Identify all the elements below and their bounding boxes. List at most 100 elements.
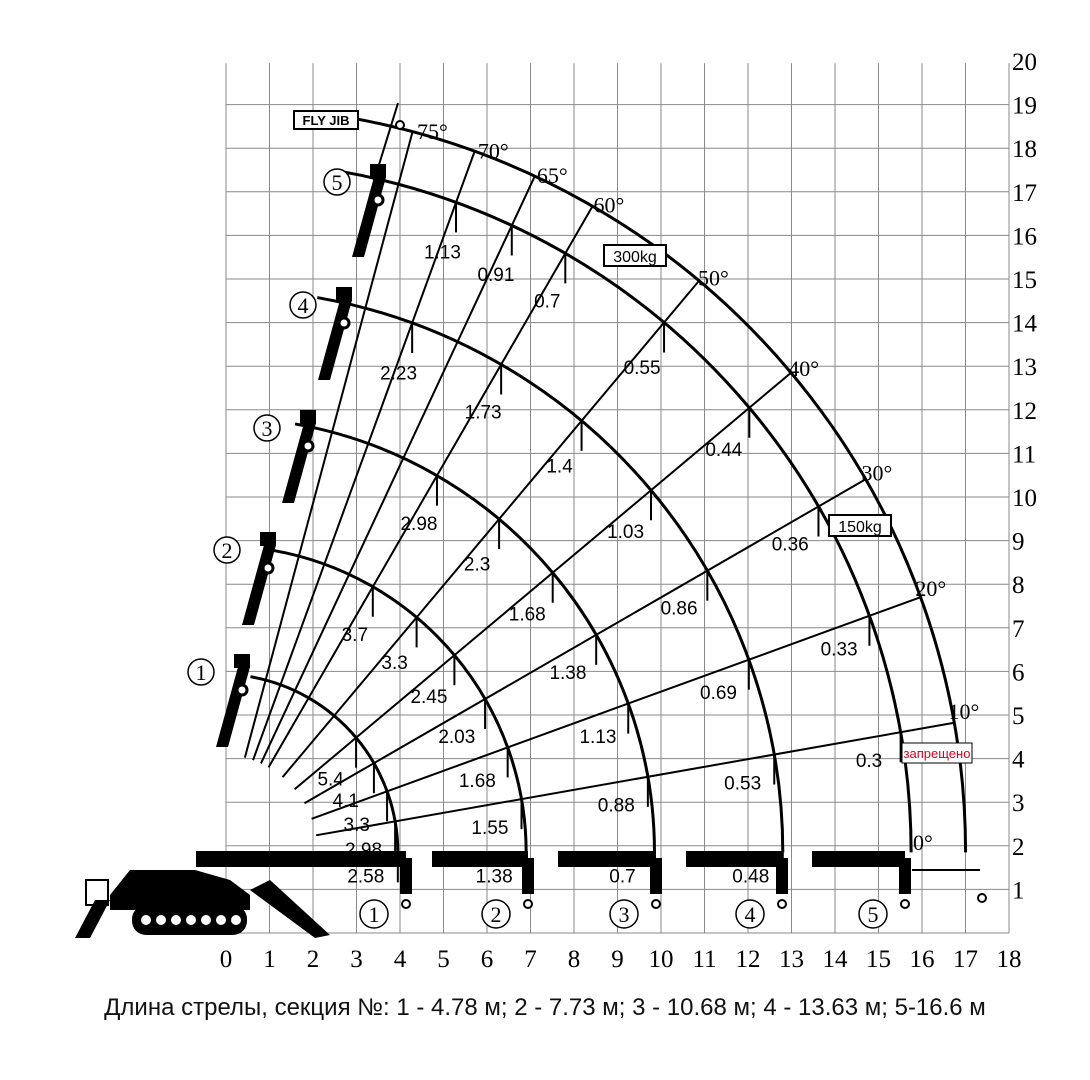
boom-head-5	[370, 164, 386, 178]
chart-grid	[225, 63, 1010, 934]
boom-hook-block-1	[400, 858, 412, 894]
crane-wheel	[216, 915, 226, 925]
load-value-label: 0.48	[732, 866, 769, 887]
x-tick-label: 1	[263, 946, 276, 973]
load-value-label: 1.68	[459, 771, 496, 792]
x-tick-label: 6	[481, 946, 494, 973]
angle-label-0: 0°	[913, 830, 933, 855]
load-value-label: 1.55	[471, 818, 508, 839]
boom-hook-2	[523, 899, 533, 909]
x-tick-label: 7	[524, 946, 537, 973]
boom-hook-block-3	[650, 858, 662, 894]
load-value-label: 0.91	[477, 265, 514, 286]
angle-radial-10	[315, 721, 955, 837]
boom-head-1	[234, 654, 250, 668]
load-value-label: 3.3	[344, 815, 370, 836]
y-tick-label: 16	[1012, 223, 1037, 250]
x-tick-label: 18	[997, 946, 1022, 973]
crane-body	[110, 870, 250, 910]
load-value-label: 0.69	[700, 683, 737, 704]
section-marker-2	[213, 536, 241, 564]
load-value-label: 2.3	[464, 555, 490, 576]
boom-drawings	[187, 102, 987, 929]
load-value-label: 2.23	[380, 363, 417, 384]
y-tick-label: 1	[1012, 877, 1025, 904]
load-value-label: 0.55	[624, 358, 661, 379]
load-value-label: 0.36	[772, 535, 809, 556]
hook-5	[371, 193, 385, 207]
boom-hook-block-4	[776, 858, 788, 894]
bottom-section-marker-4	[735, 899, 765, 929]
bottom-section-label-5: 5	[868, 902, 879, 927]
crane-wheel	[171, 915, 181, 925]
y-tick-label: 13	[1012, 354, 1037, 381]
load-300-label: 300kg	[613, 249, 657, 266]
angle-label-40: 40°	[788, 356, 819, 381]
x-tick-label: 3	[350, 946, 363, 973]
boom-horizontal-3	[558, 851, 656, 867]
y-tick-label: 5	[1012, 703, 1025, 730]
section-marker-label-1: 1	[196, 660, 207, 685]
load-value-label: 1.38	[476, 866, 513, 887]
load-150-label: 150kg	[838, 519, 882, 536]
angle-radials	[243, 131, 955, 883]
x-tick-label: 0	[220, 946, 233, 973]
boom-hook-block-2	[522, 858, 534, 894]
boom-bar-1	[216, 667, 250, 747]
angle-radial-60	[267, 205, 594, 768]
angle-label-30: 30°	[861, 460, 892, 485]
load-value-label: 3.3	[381, 653, 407, 674]
y-tick-label: 19	[1012, 93, 1037, 120]
fly-jib-box: FLY JIB	[293, 110, 359, 130]
boom-bar-5	[352, 177, 386, 257]
forbidden-box: запрещено	[901, 742, 973, 764]
boom-hook-3	[651, 899, 661, 909]
boom-horizontal-4	[686, 851, 782, 867]
crane-wheel	[156, 915, 166, 925]
crane-cab	[85, 879, 109, 906]
x-tick-label: 4	[394, 946, 407, 973]
angle-label-20: 20°	[915, 576, 946, 601]
boom-head-3	[300, 410, 316, 424]
boom-bar-4	[318, 300, 352, 380]
load-300-box: 300kg	[603, 244, 667, 267]
y-tick-label: 18	[1012, 136, 1037, 163]
section-marker-label-2: 2	[222, 538, 233, 563]
boom-hook-4	[777, 899, 787, 909]
x-tick-label: 8	[568, 946, 581, 973]
angle-label-75: 75°	[417, 119, 448, 144]
load-150-box: 150kg	[828, 514, 892, 537]
hook-2	[261, 561, 275, 575]
boom-head-2	[260, 532, 276, 546]
boom-horizontal-5	[812, 851, 905, 867]
load-value-label: 3.7	[342, 625, 368, 646]
x-tick-label: 17	[953, 946, 978, 973]
fly-jib-horizontal-hook	[977, 893, 987, 903]
x-tick-label: 16	[910, 946, 935, 973]
load-value-label: 1.73	[465, 403, 502, 424]
angle-radial-30	[303, 478, 867, 805]
bottom-section-label-2: 2	[491, 902, 502, 927]
angle-label-65: 65°	[537, 163, 568, 188]
y-tick-label: 20	[1012, 49, 1037, 76]
angle-label-60: 60°	[594, 192, 625, 217]
boom-bar-3	[282, 423, 316, 503]
x-tick-label: 13	[779, 946, 804, 973]
x-tick-label: 9	[611, 946, 624, 973]
y-tick-label: 8	[1012, 572, 1025, 599]
y-tick-label: 17	[1012, 180, 1037, 207]
load-value-label: 5.4	[317, 770, 344, 791]
x-tick-label: 12	[736, 946, 761, 973]
load-value-label: 4.1	[332, 791, 358, 812]
bottom-section-marker-2	[481, 899, 511, 929]
y-tick-label: 10	[1012, 485, 1037, 512]
y-tick-label: 15	[1012, 267, 1037, 294]
x-tick-label: 14	[823, 946, 849, 973]
y-tick-label: 14	[1012, 311, 1038, 338]
x-tick-label: 2	[307, 946, 320, 973]
section-marker-label-5: 5	[332, 170, 343, 195]
section-marker-label-3: 3	[262, 416, 273, 441]
angle-radial-50	[281, 280, 700, 778]
